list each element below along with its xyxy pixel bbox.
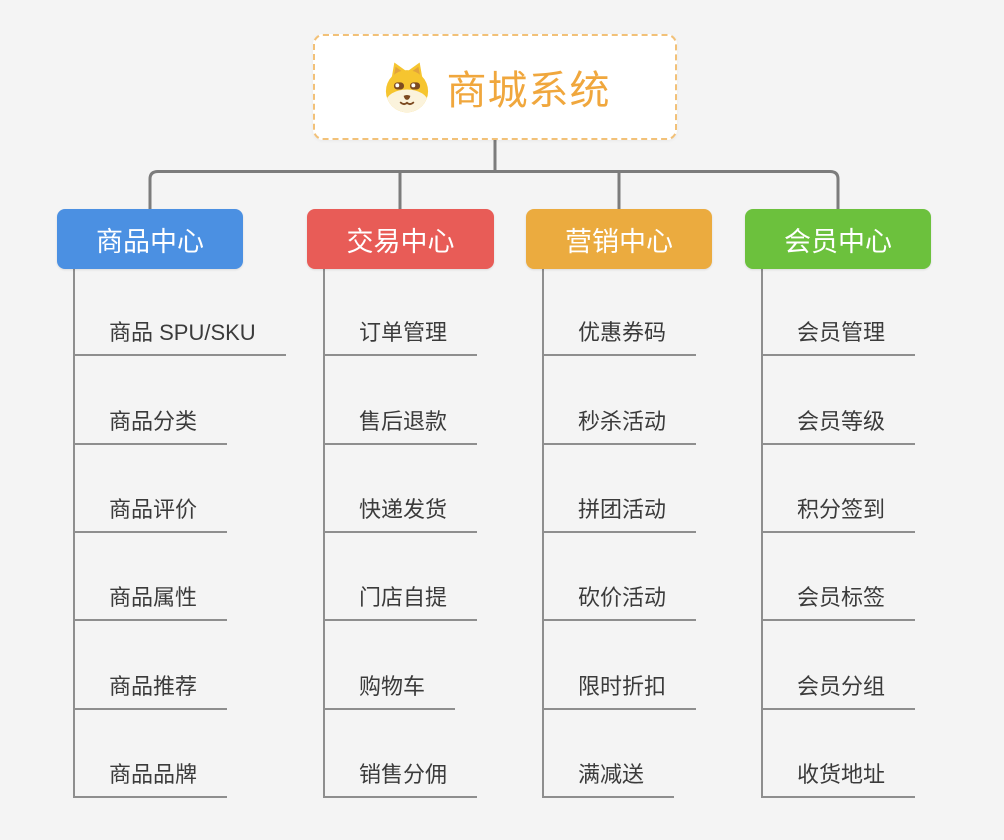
root-node[interactable]: 商城系统 [313,34,677,140]
leaf-topic[interactable]: 商品推荐 [75,621,228,710]
leaf-topic[interactable]: 砍价活动 [544,533,697,622]
leaf-topic[interactable]: 订单管理 [325,268,478,357]
leaf-topic[interactable]: 销售分佣 [325,710,478,798]
leaf-topic[interactable]: 优惠券码 [544,268,697,357]
leaf-topic[interactable]: 会员标签 [763,533,916,622]
leaf-topic[interactable]: 商品 SPU/SKU [75,268,286,357]
leaf-topic[interactable]: 会员等级 [763,356,916,445]
leaf-topic[interactable]: 限时折扣 [544,621,697,710]
leaf-topic[interactable]: 商品属性 [75,533,228,622]
branch-children-marketing-center: 优惠券码 秒杀活动 拼团活动 砍价活动 限时折扣 满减送 [542,268,697,798]
branch-node-product-center[interactable]: 商品中心 [57,209,243,269]
leaf-topic[interactable]: 门店自提 [325,533,478,622]
leaf-topic[interactable]: 拼团活动 [544,445,697,533]
branch-children-product-center: 商品 SPU/SKU 商品分类 商品评价 商品属性 商品推荐 商品品牌 [73,268,286,798]
leaf-topic[interactable]: 会员分组 [763,621,916,710]
branch-node-trade-center[interactable]: 交易中心 [307,209,494,269]
branch-label: 商品中心 [96,226,204,257]
leaf-topic[interactable]: 商品品牌 [75,710,228,798]
leaf-topic[interactable]: 快递发货 [325,445,478,533]
leaf-topic[interactable]: 售后退款 [325,356,478,445]
branch-children-trade-center: 订单管理 售后退款 快递发货 门店自提 购物车 销售分佣 [323,268,478,798]
leaf-topic[interactable]: 购物车 [325,621,456,710]
leaf-topic[interactable]: 商品评价 [75,445,228,533]
branch-node-marketing-center[interactable]: 营销中心 [526,209,712,269]
branch-label: 会员中心 [784,226,892,257]
dog-face-icon [385,62,428,113]
branch-label: 营销中心 [565,226,673,257]
root-label: 商城系统 [446,69,611,113]
leaf-topic[interactable]: 秒杀活动 [544,356,697,445]
leaf-topic[interactable]: 商品分类 [75,356,228,445]
leaf-topic[interactable]: 积分签到 [763,445,916,533]
leaf-topic[interactable]: 会员管理 [763,268,916,357]
branch-label: 交易中心 [346,226,455,257]
leaf-topic[interactable]: 收货地址 [763,710,916,798]
branch-children-member-center: 会员管理 会员等级 积分签到 会员标签 会员分组 收货地址 [761,268,916,798]
branch-node-member-center[interactable]: 会员中心 [745,209,931,269]
leaf-topic[interactable]: 满减送 [544,710,675,798]
